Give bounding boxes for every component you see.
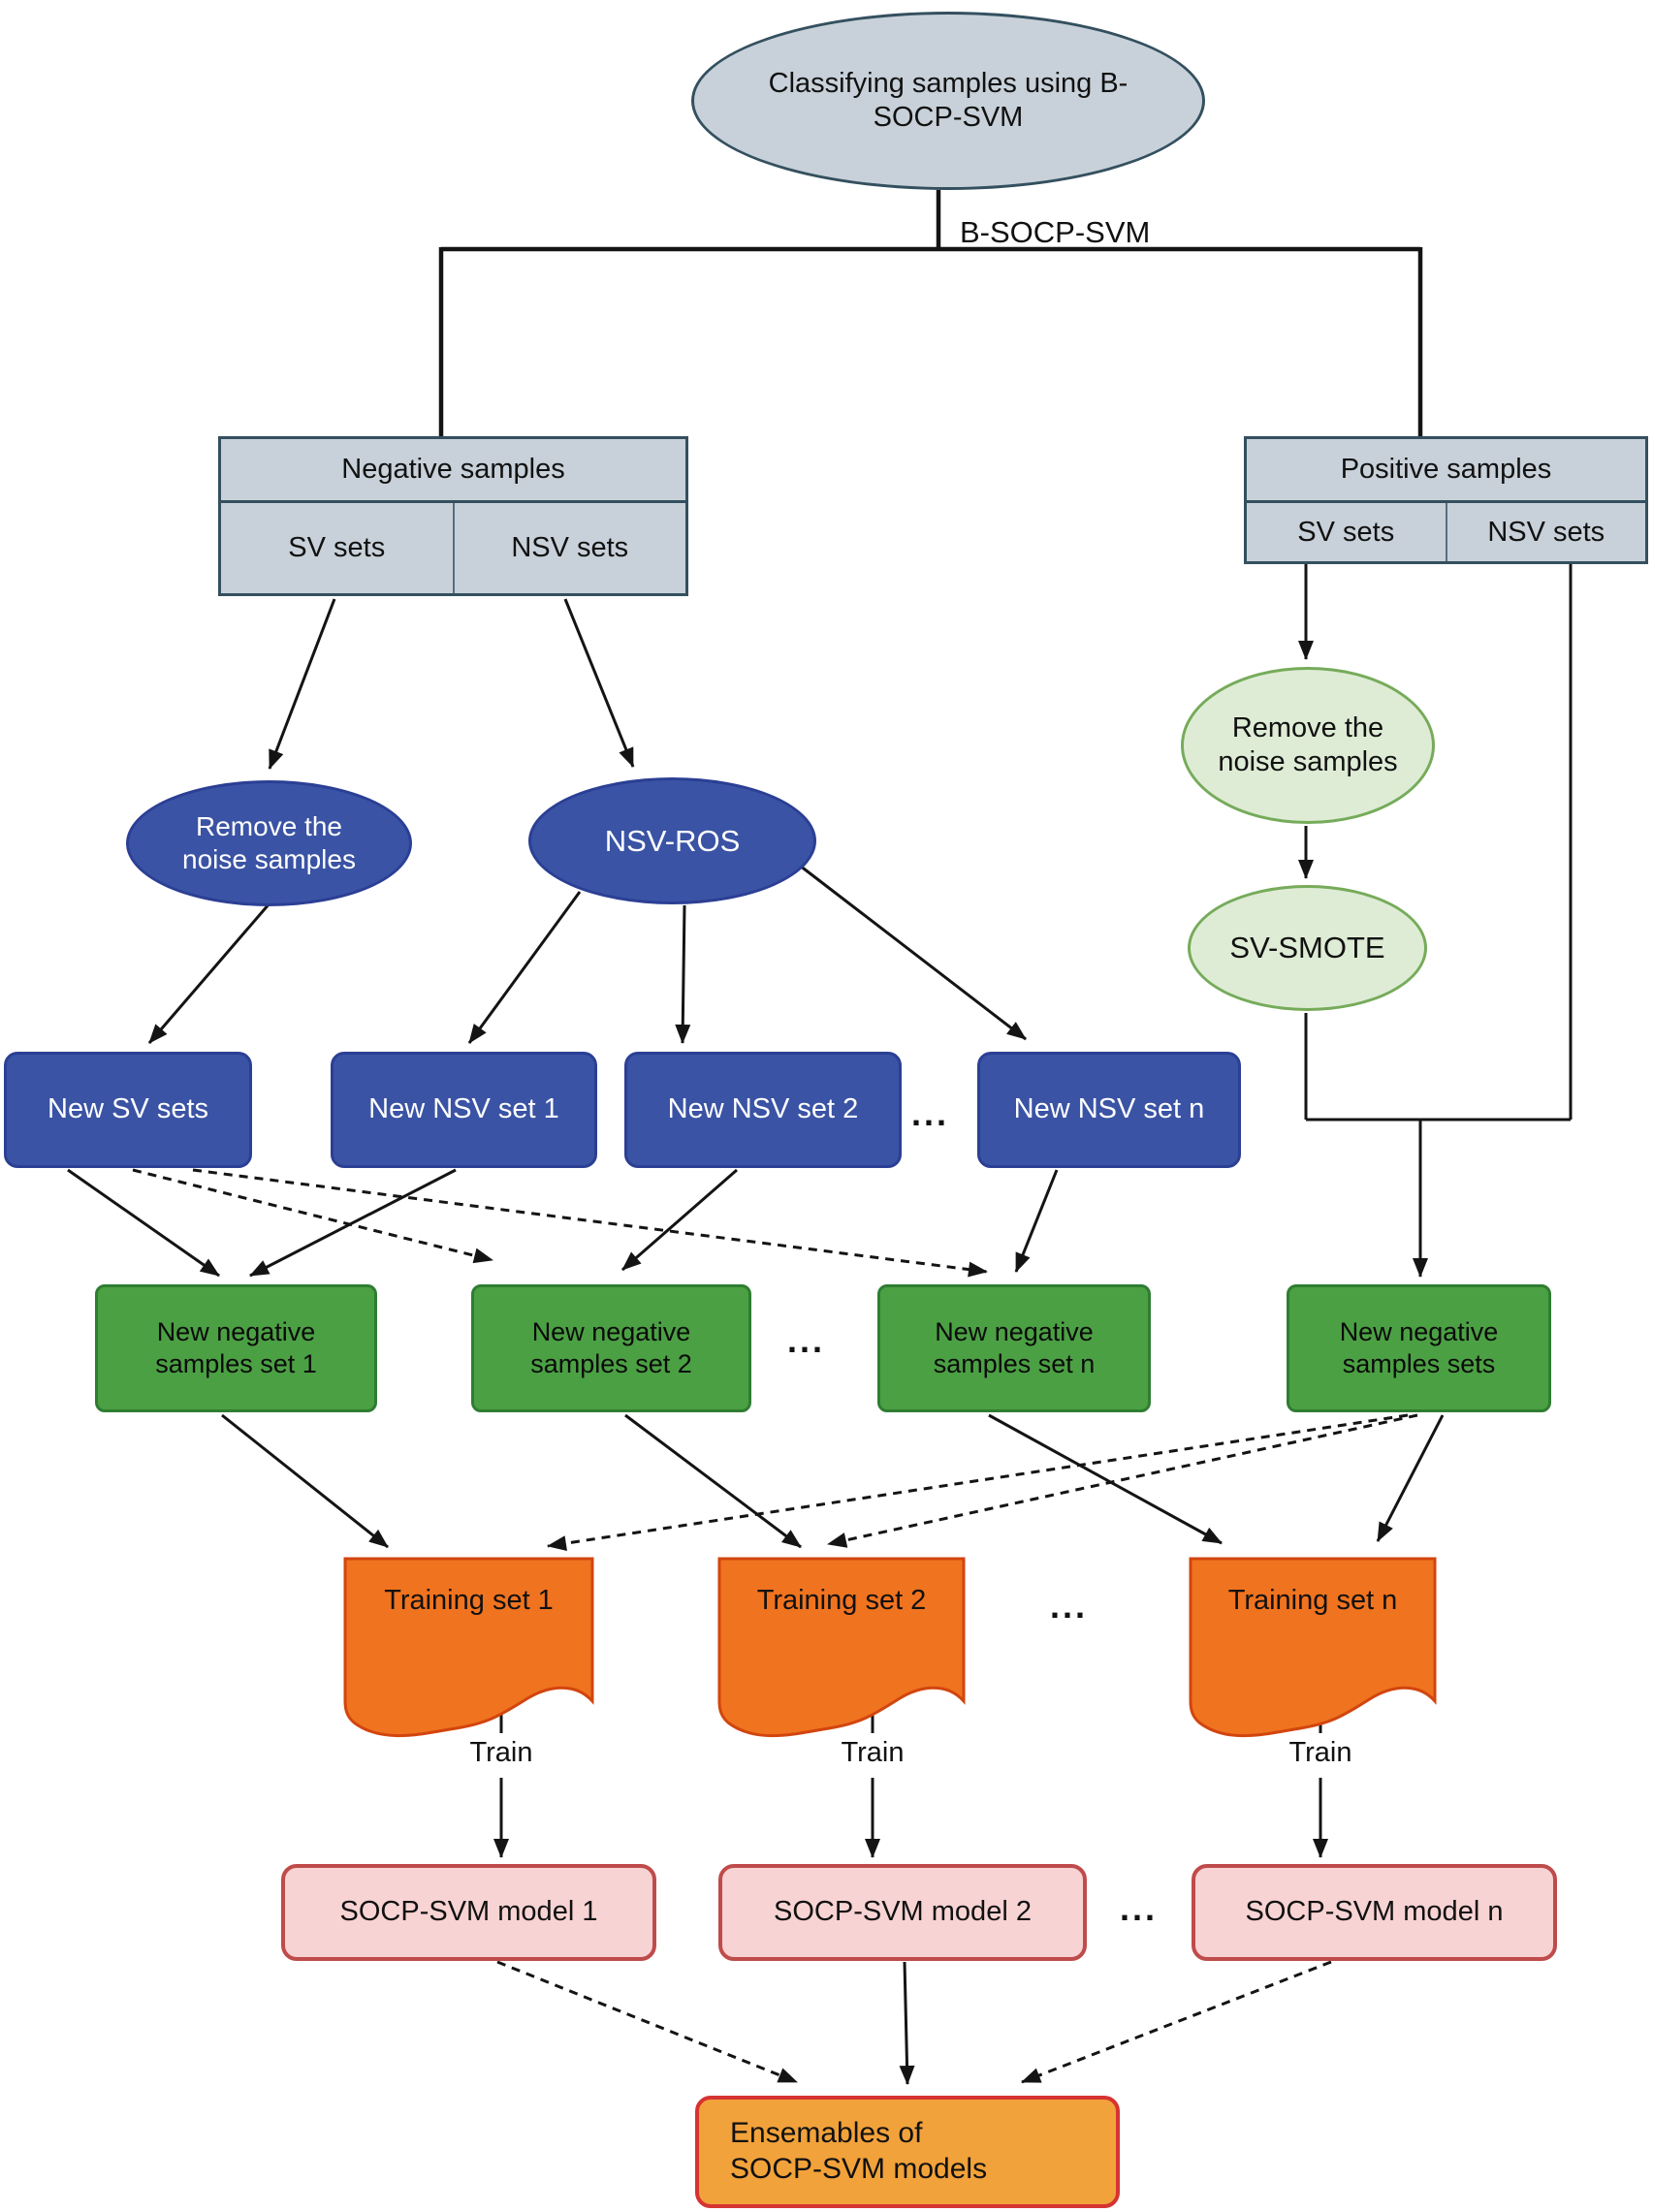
remove-noise-neg-line1: Remove the	[196, 810, 342, 841]
train-label-n: Train	[1288, 1737, 1352, 1768]
node-remove-noise-negative: Remove the noise samples	[126, 780, 412, 906]
green2-line1: New negative	[531, 1317, 691, 1347]
node-nsv-ros: NSV-ROS	[528, 777, 816, 904]
train-label-1: Train	[469, 1737, 533, 1768]
negative-sv-sets-cell: SV sets	[288, 532, 386, 563]
training-set-1-label: Training set 1	[384, 1585, 554, 1616]
positive-branch-routing	[1304, 564, 1573, 1122]
node-socp-svm-model-2: SOCP-SVM model 2	[718, 1864, 1087, 1961]
ellipsis-model-row: ...	[1120, 1888, 1159, 1928]
root-label-line2: SOCP-SVM	[873, 102, 1024, 133]
ensemble-line2: SOCP-SVM models	[730, 2153, 988, 2185]
node-socp-svm-model-1: SOCP-SVM model 1	[281, 1864, 656, 1961]
ellipsis-training-row: ...	[1050, 1586, 1089, 1626]
negative-samples-header: Negative samples	[221, 439, 685, 503]
green1-line2: samples set 1	[155, 1349, 317, 1378]
solid-arrows	[67, 564, 1445, 2085]
node-new-negative-samples-set-n: New negative samples set n	[877, 1284, 1151, 1412]
root-split-connector	[438, 190, 1423, 438]
green4-line1: New negative	[1339, 1317, 1499, 1347]
remove-noise-pos-line2: noise samples	[1218, 746, 1398, 777]
root-label-line1: Classifying samples using B-	[768, 67, 1128, 99]
node-negative-samples: Negative samples SV sets NSV sets	[218, 436, 688, 596]
dashed-arrows	[132, 1168, 1418, 2084]
node-remove-noise-positive: Remove the noise samples	[1181, 667, 1435, 824]
node-new-negative-samples-set-2: New negative samples set 2	[471, 1284, 751, 1412]
train-label-2: Train	[841, 1737, 905, 1768]
node-socp-svm-model-n: SOCP-SVM model n	[1192, 1864, 1557, 1961]
document-shape	[717, 1557, 966, 1738]
node-new-negative-samples-set-1: New negative samples set 1	[95, 1284, 377, 1412]
document-shape	[343, 1557, 594, 1738]
node-new-sv-sets: New SV sets	[4, 1052, 252, 1168]
node-root: Classifying samples using B- SOCP-SVM	[691, 12, 1205, 190]
node-new-nsv-set-n: New NSV set n	[977, 1052, 1241, 1168]
remove-noise-neg-line2: noise samples	[182, 844, 356, 874]
green4-line2: samples sets	[1342, 1349, 1496, 1378]
positive-samples-header: Positive samples	[1247, 439, 1645, 503]
node-training-set-2: Training set 2	[716, 1556, 967, 1745]
training-set-n-label: Training set n	[1227, 1585, 1398, 1616]
remove-noise-pos-line1: Remove the	[1231, 711, 1384, 743]
node-new-negative-samples-sets: New negative samples sets	[1287, 1284, 1551, 1412]
edge-label-b-socp-svm: B-SOCP-SVM	[960, 215, 1151, 249]
document-shape	[1189, 1557, 1437, 1738]
node-training-set-1: Training set 1	[342, 1556, 595, 1745]
node-new-nsv-set-1: New NSV set 1	[331, 1052, 597, 1168]
ellipsis-green-row: ...	[787, 1320, 826, 1360]
ensemble-line1: Ensemables of	[730, 2117, 923, 2150]
green2-line2: samples set 2	[530, 1349, 692, 1378]
node-positive-samples: Positive samples SV sets NSV sets	[1244, 436, 1648, 564]
training-set-2-label: Training set 2	[756, 1585, 927, 1616]
negative-nsv-sets-cell: NSV sets	[452, 503, 686, 593]
green3-line2: samples set n	[933, 1349, 1096, 1378]
ellipsis-blue-row: ...	[911, 1093, 950, 1133]
positive-nsv-sets-cell: NSV sets	[1445, 503, 1646, 561]
node-ensemble: Ensemables of SOCP-SVM models	[695, 2096, 1120, 2208]
positive-sv-sets-cell: SV sets	[1297, 516, 1395, 548]
green1-line1: New negative	[156, 1317, 316, 1347]
node-sv-smote: SV-SMOTE	[1188, 885, 1427, 1011]
node-training-set-n: Training set n	[1188, 1556, 1438, 1745]
green3-line1: New negative	[935, 1317, 1094, 1347]
node-new-nsv-set-2: New NSV set 2	[624, 1052, 902, 1168]
